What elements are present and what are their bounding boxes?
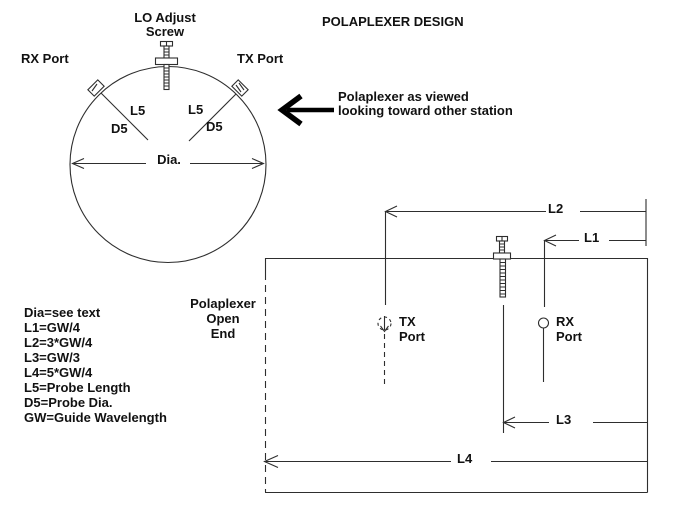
legend-line-gw: GW=Guide Wavelength [24, 410, 167, 425]
lo-adjust-line2: Screw [145, 24, 185, 39]
l4-dimension-line [263, 454, 647, 469]
l3-dimension-line [502, 305, 647, 433]
lo-adjust-screw-label: LO Adjust Screw [129, 11, 201, 39]
diameter-label: Dia. [157, 152, 181, 167]
tx-label-line1: TX [399, 314, 416, 329]
l3-label: L3 [556, 412, 572, 427]
direction-arrow-icon [277, 93, 334, 127]
l5-label-tx: L5 [188, 102, 204, 117]
legend-line-d5: D5=Probe Dia. [24, 395, 113, 410]
page-title: POLAPLEXER DESIGN [322, 14, 464, 29]
diameter-left-arrowhead [71, 157, 85, 170]
legend-line-l3: L3=GW/3 [24, 350, 80, 365]
legend-line-l1: L1=GW/4 [24, 320, 80, 335]
rx-port-label-circle: RX Port [21, 51, 69, 66]
tx-label-line2: Port [399, 329, 425, 344]
view-note-line2: looking toward other station [338, 103, 513, 118]
tx-probe [188, 79, 249, 142]
view-note: Polaplexer as viewed looking toward othe… [338, 90, 513, 118]
waveguide-body-outline [264, 257, 649, 494]
l1-label: L1 [584, 230, 600, 245]
rx-port-symbol [537, 317, 550, 382]
rx-port-label-side: RX Port [556, 314, 582, 344]
view-note-line1: Polaplexer as viewed [338, 89, 469, 104]
d5-label-tx: D5 [206, 119, 223, 134]
open-end-line2: Open [206, 311, 240, 326]
legend-line-l5: L5=Probe Length [24, 380, 131, 395]
lo-adjust-screw-side-icon [492, 235, 512, 298]
rx-port-tab [87, 79, 105, 97]
l4-label: L4 [457, 451, 473, 466]
tx-port-symbol [377, 316, 392, 384]
rx-probe-line [100, 92, 149, 141]
l4-arrowhead [263, 454, 279, 469]
l2-label: L2 [548, 201, 564, 216]
legend-line-l4: L4=5*GW/4 [24, 365, 93, 380]
diameter-dimension-line [71, 157, 265, 170]
rx-label-line2: Port [556, 329, 582, 344]
open-end-line1: Polaplexer [190, 296, 256, 311]
rx-label-line1: RX [556, 314, 575, 329]
tx-port-label-circle: TX Port [237, 51, 284, 66]
l1-dimension-line [543, 199, 647, 307]
d5-label-rx: D5 [111, 121, 128, 136]
lo-adjust-screw-top-icon [154, 40, 179, 91]
l5-label-rx: L5 [130, 103, 146, 118]
tx-probe-line [188, 93, 237, 142]
tx-port-tab [231, 79, 249, 97]
open-end-label: Polaplexer Open End [185, 296, 261, 341]
rx-probe [87, 79, 149, 141]
lo-adjust-line1: LO Adjust [134, 10, 196, 25]
tx-port-label-side: TX Port [399, 314, 425, 344]
diameter-right-arrowhead [251, 157, 265, 170]
legend-block: Dia=see text L1=GW/4 L2=3*GW/4 L3=GW/3 L… [24, 305, 167, 425]
legend-line-dia: Dia=see text [24, 305, 101, 320]
l2-dimension-line [384, 205, 646, 305]
legend-line-l2: L2=3*GW/4 [24, 335, 93, 350]
open-end-line3: End [210, 326, 236, 341]
